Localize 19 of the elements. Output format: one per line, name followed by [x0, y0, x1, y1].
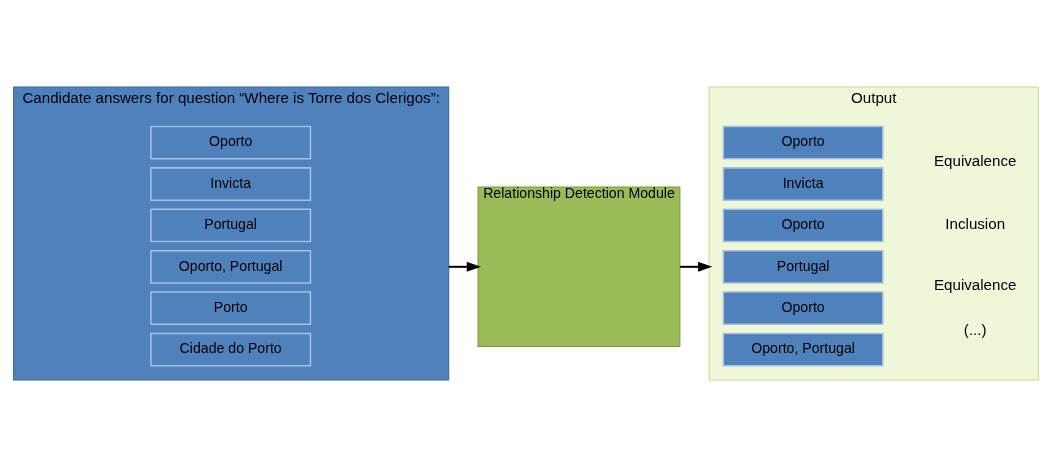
node-box: Portugal: [150, 208, 312, 242]
label: Inclusion: [945, 214, 1006, 232]
node-box: Oporto: [722, 290, 884, 325]
label: Equivalence: [934, 151, 1017, 169]
node-box: Relationship Detection Module: [477, 186, 681, 347]
node-box: Oporto: [722, 208, 884, 242]
node-box: Oporto, Portugal: [150, 249, 312, 284]
label: (...): [963, 320, 987, 338]
node-box: Oporto: [150, 125, 312, 160]
arrow: [680, 261, 713, 272]
node-box: Portugal: [722, 249, 884, 284]
node-box: Invicta: [150, 166, 312, 201]
node-box: Oporto, Portugal: [722, 332, 884, 366]
label: Equivalence: [934, 275, 1017, 293]
node-box: Oporto: [722, 125, 884, 160]
node-box: Porto: [150, 290, 312, 325]
arrow: [448, 261, 481, 272]
node-box: Invicta: [722, 166, 884, 201]
node-box: Cidade do Porto: [150, 332, 312, 366]
